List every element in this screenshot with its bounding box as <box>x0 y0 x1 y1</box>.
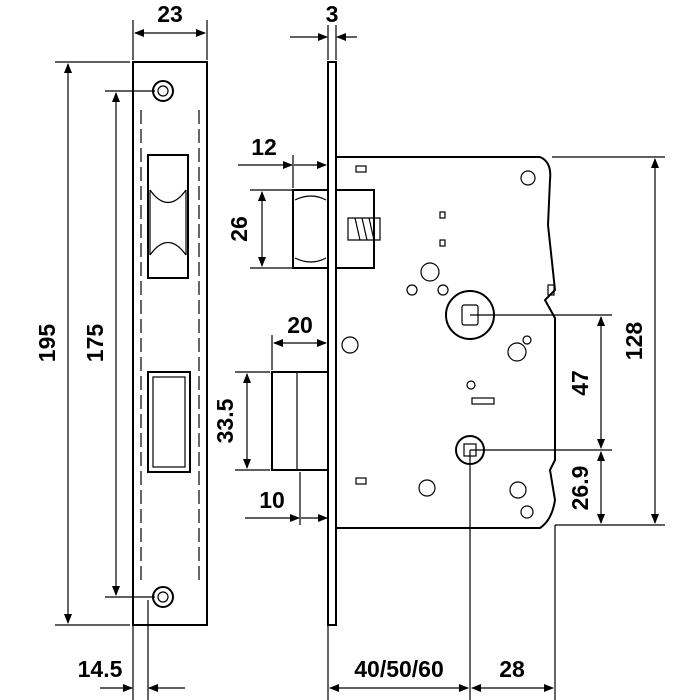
dim-latch-projection: 12 <box>251 134 277 160</box>
faceplate-front-view <box>132 61 208 626</box>
dimension-lines <box>55 20 665 700</box>
dim-cylinder-to-bottom: 26.9 <box>567 466 593 511</box>
deadbolt <box>271 371 329 471</box>
latch <box>292 189 381 269</box>
dim-forend-thickness: 3 <box>326 1 339 27</box>
dim-screw-hole-spacing: 175 <box>82 324 108 363</box>
dim-latch-height: 26 <box>226 216 252 242</box>
latch-opening <box>147 154 189 279</box>
screw-hole-top <box>152 80 174 102</box>
dim-bolt-throw: 20 <box>287 312 313 338</box>
dim-faceplate-width: 23 <box>157 1 183 27</box>
screw-hole-bottom <box>152 586 174 608</box>
dim-backset: 40/50/60 <box>354 656 444 682</box>
dim-bolt-projection: 10 <box>259 487 285 513</box>
dim-faceplate-offset: 14.5 <box>78 656 123 682</box>
dim-cylinder-to-back: 28 <box>499 656 525 682</box>
dim-bolt-height: 33.5 <box>212 398 238 443</box>
lock-body-side-view <box>271 61 557 626</box>
dim-case-height: 128 <box>621 322 647 361</box>
bolt-opening <box>147 371 191 473</box>
lock-case <box>335 156 557 529</box>
forend <box>327 61 337 626</box>
dim-faceplate-height: 195 <box>34 324 60 363</box>
dim-center-distance: 47 <box>567 370 593 396</box>
